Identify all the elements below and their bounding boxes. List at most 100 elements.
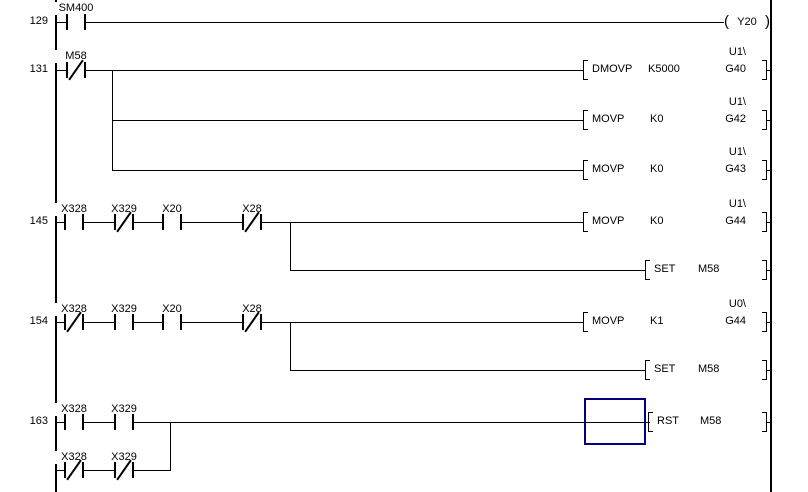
instr-device-line2[interactable]: G44 [690, 315, 746, 328]
wire [112, 170, 583, 171]
instr-operand[interactable]: M58 [698, 363, 720, 376]
nc-slash [244, 211, 260, 233]
instr-open-bracket [583, 312, 588, 332]
instr-mnemonic[interactable]: SET [654, 363, 676, 376]
instr-operand[interactable]: K0 [650, 215, 664, 228]
instr-close-bracket [762, 360, 767, 380]
instr-device-line1[interactable]: U1\ [690, 46, 746, 59]
contact-nc[interactable] [66, 59, 86, 81]
instr-close-bracket [762, 312, 767, 332]
instr-close-bracket [762, 110, 767, 130]
contact-label: SM400 [54, 2, 98, 15]
contact-label: M58 [54, 50, 98, 63]
rung-number: 163 [29, 415, 48, 427]
nc-slash [116, 459, 132, 481]
coil-open-paren: ( [724, 13, 729, 30]
nc-slash [68, 59, 84, 81]
wire [767, 70, 770, 71]
contact-no[interactable] [114, 314, 134, 330]
instr-operand[interactable]: K1 [650, 315, 664, 328]
instr-device-line2[interactable]: G42 [690, 113, 746, 126]
instr-mnemonic[interactable]: MOVP [592, 163, 625, 176]
left-power-rail [55, 0, 57, 492]
branch-wire [290, 222, 291, 271]
wire [767, 120, 770, 121]
contact-nc[interactable] [114, 459, 134, 481]
edit-cursor[interactable] [584, 398, 646, 445]
instr-open-bracket [583, 160, 588, 180]
instr-open-bracket [648, 412, 653, 432]
instr-open-bracket [583, 110, 588, 130]
instr-open-bracket [645, 360, 650, 380]
instr-device-line2[interactable]: G43 [690, 163, 746, 176]
rung-number: 131 [29, 63, 48, 75]
nc-slash [66, 459, 82, 481]
instr-mnemonic[interactable]: MOVP [592, 113, 625, 126]
wire [55, 470, 170, 471]
instr-device-line2[interactable]: G40 [690, 63, 746, 76]
contact-nc[interactable] [64, 311, 84, 333]
instr-operand[interactable]: M58 [698, 263, 720, 276]
contact-label: X20 [150, 303, 194, 316]
wire [767, 322, 770, 323]
wire [290, 370, 645, 371]
output-coil[interactable]: ( Y20 ) [724, 14, 770, 30]
instr-mnemonic[interactable]: MOVP [592, 315, 625, 328]
instr-close-bracket [762, 212, 767, 232]
rung-number: 129 [29, 15, 48, 27]
instr-device-line1[interactable]: U1\ [690, 96, 746, 109]
contact-nc[interactable] [242, 211, 262, 233]
contact-label: X20 [150, 203, 194, 216]
instr-operand[interactable]: K5000 [648, 63, 680, 76]
instr-device-line1[interactable]: U1\ [690, 198, 746, 211]
wire [55, 222, 583, 223]
contact-no[interactable] [66, 14, 86, 30]
contact-label: X328 [52, 403, 96, 416]
coil-device: Y20 [737, 15, 757, 28]
instr-open-bracket [645, 260, 650, 280]
branch-wire [170, 422, 171, 471]
instr-operand[interactable]: K0 [650, 163, 664, 176]
wire [767, 170, 770, 171]
contact-no[interactable] [114, 414, 134, 430]
instr-mnemonic[interactable]: SET [654, 263, 676, 276]
wire [55, 70, 583, 71]
coil-close-paren: ) [764, 13, 770, 30]
wire [290, 270, 645, 271]
instr-operand[interactable]: M58 [700, 415, 722, 428]
instr-open-bracket [583, 212, 588, 232]
contact-no[interactable] [162, 314, 182, 330]
right-power-rail [770, 0, 772, 492]
contact-no[interactable] [64, 414, 84, 430]
wire [112, 120, 583, 121]
branch-wire [112, 70, 113, 171]
contact-nc[interactable] [242, 311, 262, 333]
contact-no[interactable] [64, 214, 84, 230]
wire [767, 222, 770, 223]
wire [767, 370, 770, 371]
wire [55, 22, 770, 23]
instr-device-line2[interactable]: G44 [690, 215, 746, 228]
instr-operand[interactable]: K0 [650, 113, 664, 126]
wire [55, 422, 650, 423]
contact-nc[interactable] [64, 459, 84, 481]
nc-slash [244, 311, 260, 333]
branch-wire [290, 322, 291, 371]
contact-label: X328 [52, 203, 96, 216]
instr-close-bracket [762, 260, 767, 280]
contact-label: X329 [102, 303, 146, 316]
contact-label: X329 [102, 403, 146, 416]
instr-mnemonic[interactable]: MOVP [592, 215, 625, 228]
instr-device-line1[interactable]: U0\ [690, 298, 746, 311]
instr-close-bracket [762, 160, 767, 180]
contact-nc[interactable] [114, 211, 134, 233]
rung-number: 154 [29, 315, 48, 327]
instr-mnemonic[interactable]: RST [657, 415, 679, 428]
contact-no[interactable] [162, 214, 182, 230]
instr-device-line1[interactable]: U1\ [690, 146, 746, 159]
instr-close-bracket [762, 412, 767, 432]
instr-mnemonic[interactable]: DMOVP [592, 63, 633, 76]
rung-number: 145 [29, 215, 48, 227]
wire [767, 270, 770, 271]
